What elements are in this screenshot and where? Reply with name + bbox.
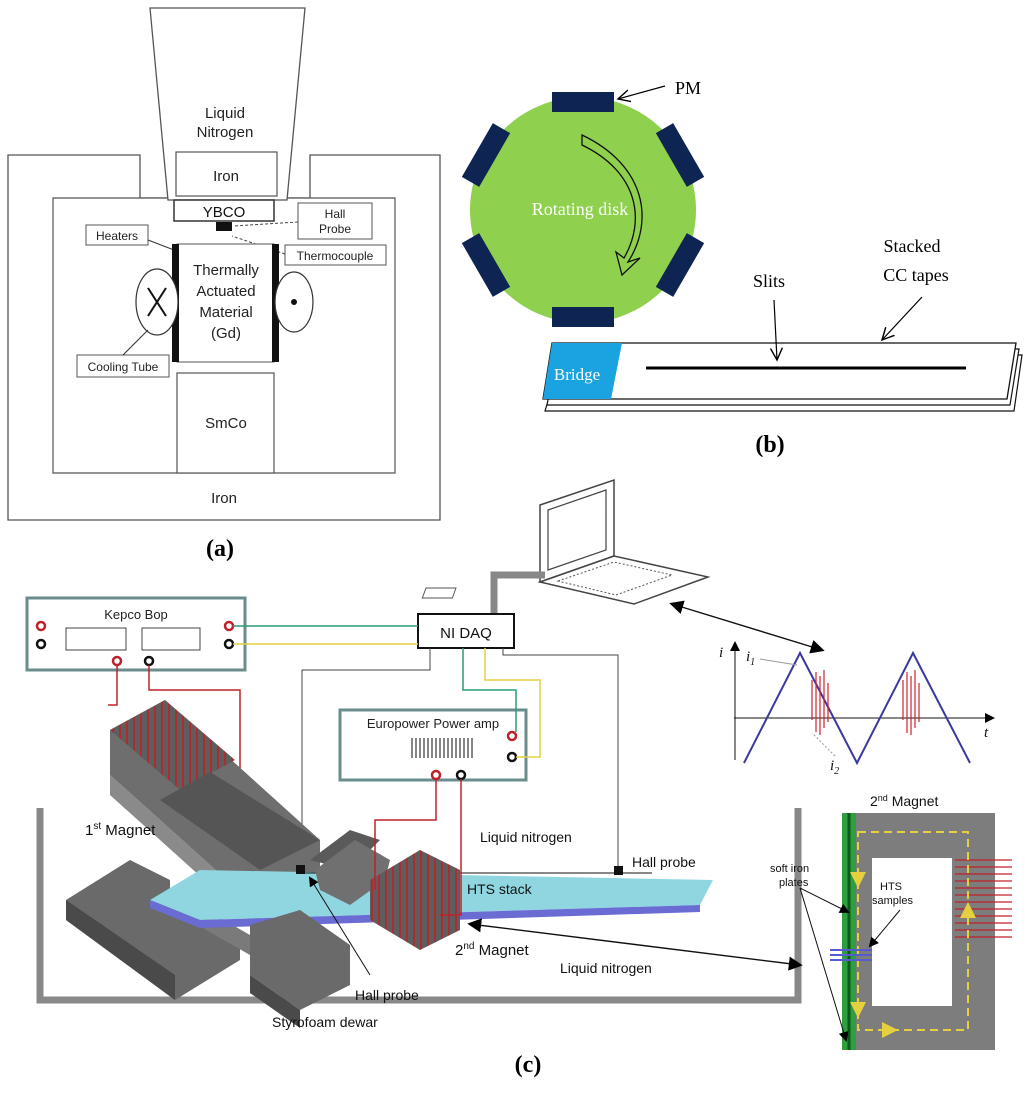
label-magnet1: 1st Magnet — [85, 821, 156, 839]
label-material-3: Material — [199, 304, 252, 321]
gd-material — [176, 243, 275, 363]
rotation-arrow — [581, 133, 643, 277]
label-hall-2: Probe — [319, 222, 351, 236]
label-iron-bottom: Iron — [211, 490, 237, 507]
pm-lower-right — [655, 233, 705, 297]
bridge-region — [543, 343, 622, 399]
caption-c: (c) — [515, 1052, 542, 1078]
label-stacked-1: Stacked — [884, 236, 941, 256]
hall-probe-left — [296, 865, 305, 874]
graph-axis-i: i — [719, 645, 723, 661]
graph-label-i1: i1 — [746, 649, 755, 668]
label-thermocouple: Thermocouple — [297, 249, 374, 263]
label-dewar: Styrofoam dewar — [272, 1014, 378, 1030]
ybco-block — [173, 199, 275, 222]
label-material-2: Actuated — [196, 283, 255, 300]
label-hts-samples-1: HTS — [880, 881, 902, 893]
panel-b: Rotating disk PM Bridge Slits Stacked CC… — [461, 78, 1023, 458]
label-ni-daq: NI DAQ — [440, 625, 492, 642]
caption-b: (b) — [755, 432, 784, 458]
iron-block — [175, 151, 278, 197]
label-inset-magnet: 2nd Magnet — [870, 793, 939, 809]
label-smco: SmCo — [205, 415, 247, 432]
label-liquid-nitrogen-top: Liquid nitrogen — [480, 829, 572, 845]
second-magnet — [250, 830, 460, 1028]
pm-lower-left — [461, 233, 511, 297]
label-slits: Slits — [753, 271, 785, 291]
panel-c: NI DAQ Kepco Bop Europower Power amp — [25, 478, 1012, 1078]
label-kepco: Kepco Bop — [104, 607, 168, 622]
label-liquid-2: Nitrogen — [197, 124, 254, 141]
rotating-disk — [470, 97, 696, 323]
label-liquid-1: Liquid — [205, 105, 245, 122]
ni-daq-box — [417, 613, 515, 649]
kepco-box — [25, 596, 247, 672]
hall-probe-box — [297, 202, 373, 240]
label-hts-stack: HTS stack — [467, 881, 533, 897]
label-europower: Europower Power amp — [367, 716, 499, 731]
pm-top — [552, 92, 614, 112]
label-ybco: YBCO — [203, 204, 246, 221]
label-cooling-tube: Cooling Tube — [88, 360, 159, 374]
label-rotating-disk: Rotating disk — [532, 199, 629, 219]
label-hall-probe-bottom: Hall probe — [355, 987, 419, 1003]
caption-a: (a) — [206, 536, 234, 562]
pm-bottom — [552, 307, 614, 327]
label-iron-top: Iron — [213, 168, 239, 185]
inset-second-magnet — [799, 813, 1012, 1050]
label-stacked-2: CC tapes — [883, 265, 949, 285]
label-hall-1: Hall — [325, 207, 346, 221]
laptop-icon — [421, 478, 711, 605]
pm-upper-left — [461, 123, 511, 187]
graph-axis-t: t — [984, 725, 989, 741]
label-magnet2: 2nd Magnet — [455, 941, 530, 959]
label-pm: PM — [675, 78, 701, 98]
label-hts-samples-2: samples — [872, 895, 913, 907]
permanent-magnets — [461, 92, 705, 327]
hall-probe-chip — [216, 222, 232, 231]
smco-block — [176, 372, 275, 474]
label-hall-probe-right: Hall probe — [632, 854, 696, 870]
pm-upper-right — [655, 123, 705, 187]
thermocouple-box — [284, 244, 387, 266]
current-waveform-graph: i t i1 i2 — [719, 641, 995, 777]
stacked-tapes: Bridge — [542, 342, 1023, 412]
graph-label-i2: i2 — [830, 758, 839, 777]
label-material-1: Thermally — [193, 262, 259, 279]
label-bridge: Bridge — [554, 365, 600, 384]
dewar — [36, 808, 802, 1004]
label-liquid-nitrogen-bottom: Liquid nitrogen — [560, 960, 652, 976]
label-heaters: Heaters — [96, 229, 138, 243]
europower-box — [338, 708, 528, 782]
heaters-box — [85, 224, 149, 246]
panel-a: Liquid Nitrogen Iron YBCO Hall Probe Hea… — [7, 7, 441, 562]
label-material-4: (Gd) — [211, 325, 241, 342]
label-soft-iron-2: plates — [779, 877, 809, 889]
hall-probe-right — [614, 866, 623, 875]
label-soft-iron-1: soft iron — [770, 863, 809, 875]
